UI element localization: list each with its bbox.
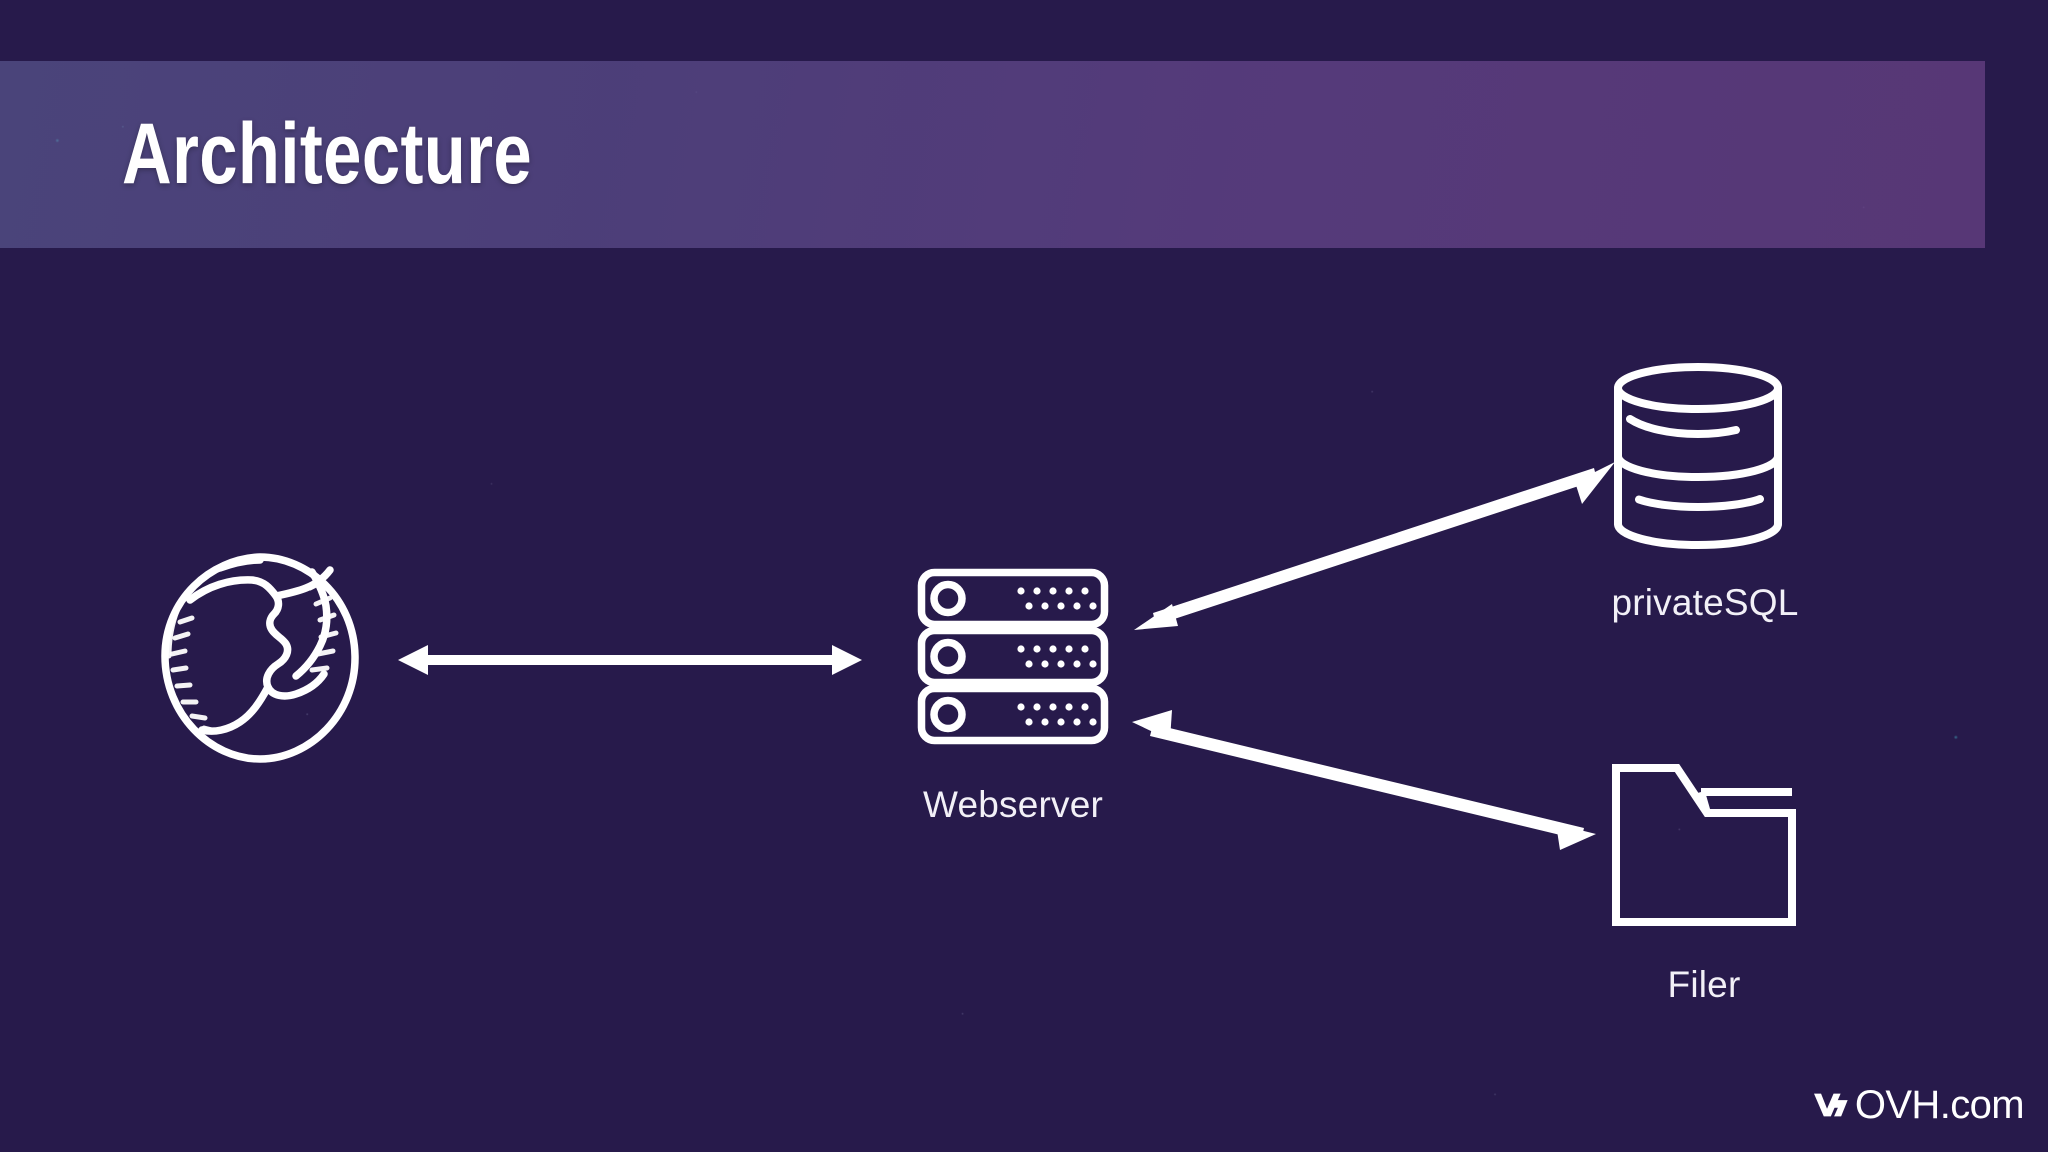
globe-icon (161, 553, 359, 763)
node-webserver[interactable]: Webserver (915, 566, 1111, 828)
node-database[interactable]: privateSQL (1611, 362, 1799, 624)
server-icon (917, 568, 1109, 745)
folder-icon (1612, 764, 1796, 926)
node-filer[interactable]: Filer (1606, 756, 1802, 1008)
connector-webserver-filer (1132, 710, 1596, 850)
connector-webserver-database (1134, 462, 1615, 630)
ovh-logo[interactable]: OVH.com (1814, 1078, 2025, 1132)
node-label-database: privateSQL (1611, 582, 1799, 623)
title-band: Architecture (0, 61, 1985, 248)
node-label-filer: Filer (1667, 964, 1741, 1005)
node-label-webserver: Webserver (922, 784, 1104, 825)
ovh-logo-text: OVH.com (1854, 1083, 2025, 1127)
ovh-logo-mark (1814, 1093, 1848, 1117)
page-title: Architecture (122, 106, 533, 202)
database-icon (1614, 363, 1782, 550)
node-browser[interactable] (160, 552, 360, 764)
connector-browser-webserver (398, 645, 862, 675)
